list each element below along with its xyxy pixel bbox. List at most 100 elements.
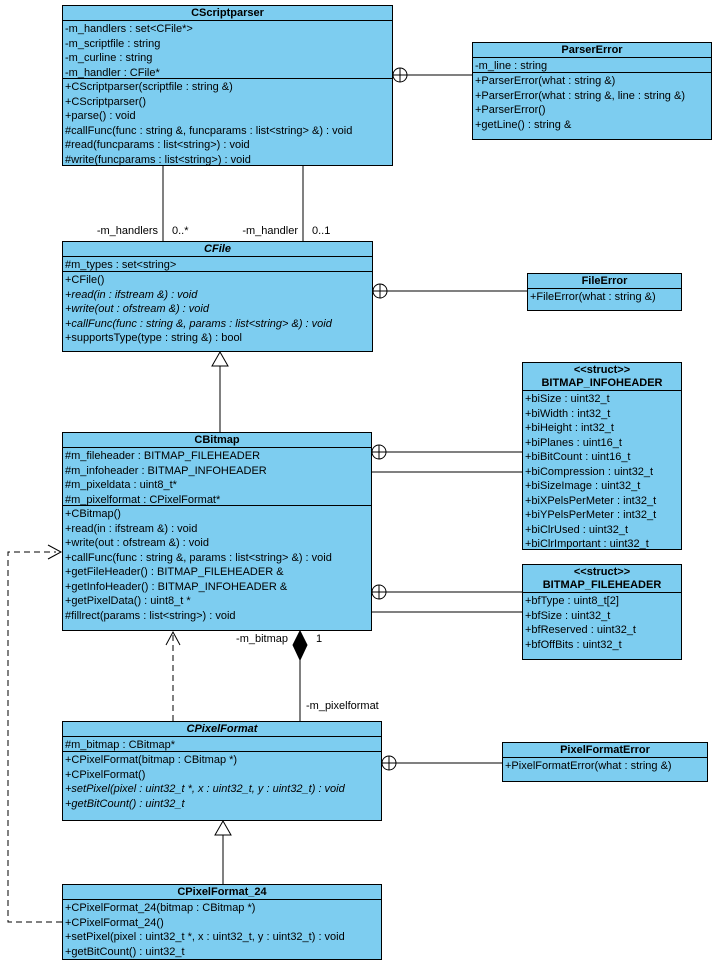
class-name: CPixelFormat [186, 723, 258, 735]
method-row: +CFile() [65, 274, 105, 286]
attribute-row: +bfSize : uint32_t [525, 609, 611, 622]
method-row: +CPixelFormat(bitmap : CBitmap *) [65, 754, 238, 766]
attributes-compartment: +bfType : uint8_t[2] +bfSize : uint32_t +b… [523, 593, 681, 659]
class-header: CScriptparser [63, 6, 392, 21]
generalization-cbitmap-cfile [211, 350, 229, 432]
anchor-cbitmap-fileheader [371, 584, 522, 600]
methods-compartment: +FileError(what : string &) [528, 289, 681, 310]
methods-compartment: +CPixelFormat(bitmap : CBitmap *)+CPixel… [63, 752, 381, 820]
class-name: CPixelFormat_24 [177, 886, 267, 898]
role-label-m-handlers: -m_handlers [96, 225, 158, 237]
methods-compartment: +CBitmap()+read(in : ifstream &) : void+… [63, 506, 371, 630]
class-bitmap-fileheader[interactable]: <<struct>> BITMAP_FILEHEADER +bfType : u… [522, 564, 682, 660]
method-row: +read(in : ifstream &) : void [65, 288, 198, 301]
method-row: +getLine() : string & [475, 118, 572, 131]
method-row: +PixelFormatError(what : string &) [505, 760, 672, 772]
multiplicity-label-bitmap: 1 [316, 633, 323, 645]
role-label-m-handler: -m_handler [242, 225, 298, 237]
attributes-compartment: -m_handlers : set<CFile*>-m_scriptfile :… [63, 21, 392, 79]
method-row: #write(funcparams : list<string>) : void [65, 153, 251, 166]
class-header: FileError [528, 274, 681, 289]
method-row: +write(out : ofstream &) : void [65, 303, 209, 315]
attributes-compartment: #m_bitmap : CBitmap* [63, 737, 381, 752]
attribute-row: +biXPelsPerMeter : int32_t [525, 494, 657, 507]
method-row: #fillrect(params : list<string>) : void [65, 609, 236, 622]
attribute-row: +biWidth : int32_t [525, 407, 611, 420]
method-row: +parse() : void [65, 110, 136, 122]
method-row: +getBitCount() : uint32_t [65, 945, 185, 958]
method-row: +ParserError(what : string &, line : str… [475, 89, 685, 102]
method-row: +callFunc(func : string &, params : list… [65, 317, 332, 330]
attribute-row: +biClrImportant : uint32_t [525, 538, 649, 549]
method-row: +CPixelFormat_24(bitmap : CBitmap *) [65, 902, 256, 914]
class-pixelformaterror[interactable]: PixelFormatError +PixelFormatError(what … [502, 742, 708, 782]
class-parsererror[interactable]: ParserError -m_line : string +ParserErro… [472, 42, 712, 140]
class-cfile[interactable]: CFile #m_types : set<string> +CFile() +re… [62, 241, 373, 352]
attribute-row: +biBitCount : uint16_t [525, 451, 631, 463]
attribute-row: -m_handlers : set<CFile*> [65, 23, 193, 35]
methods-compartment: +CFile() +read(in : ifstream &) : void +wr… [63, 272, 372, 351]
method-row: +setPixel(pixel : uint32_t *, x : uint32… [65, 783, 345, 795]
method-row: +getPixelData() : uint8_t * [65, 595, 191, 607]
attributes-compartment: -m_line : string [473, 58, 711, 73]
attribute-row: #m_fileheader : BITMAP_FILEHEADER [65, 450, 261, 462]
attributes-compartment: #m_fileheader : BITMAP_FILEHEADER#m_info… [63, 448, 371, 506]
class-cbitmap[interactable]: CBitmap #m_fileheader : BITMAP_FILEHEADE… [62, 432, 372, 631]
class-name: CBitmap [194, 434, 240, 446]
composition-cbitmap-cpixelformat [292, 629, 308, 721]
anchor-cbitmap-infoheader [371, 444, 522, 460]
dependency-cpixelformat-cbitmap [165, 630, 181, 721]
anchor-cfile-fileerror [372, 283, 527, 299]
attribute-row: #m_types : set<string> [65, 259, 177, 271]
anchor-cpixelformat-pixelformaterror [381, 755, 502, 771]
class-header: CBitmap [63, 433, 371, 448]
attribute-row: +biHeight : int32_t [525, 422, 614, 434]
generalization-cpixelformat24-cpixelformat [214, 819, 232, 884]
method-row: +FileError(what : string &) [530, 291, 656, 303]
attribute-row: -m_handler : CFile* [65, 66, 160, 79]
attribute-row: -m_curline : string [65, 52, 153, 64]
multiplicity-label-handler: 0..1 [312, 225, 331, 237]
method-row: +CPixelFormat_24() [65, 916, 164, 929]
stereotype: <<struct>> [573, 566, 631, 578]
class-header: <<struct>> BITMAP_INFOHEADER [523, 363, 681, 391]
method-row: #callFunc(func : string &, funcparams : … [65, 124, 353, 137]
attribute-row: #m_pixeldata : uint8_t* [65, 479, 177, 491]
method-row: +setPixel(pixel : uint32_t *, x : uint32… [65, 931, 345, 943]
class-cscriptparser[interactable]: CScriptparser -m_handlers : set<CFile*>-… [62, 5, 393, 166]
class-name: FileError [581, 275, 628, 287]
class-cpixelformat[interactable]: CPixelFormat #m_bitmap : CBitmap* +CPixe… [62, 721, 382, 821]
class-name: PixelFormatError [560, 744, 650, 756]
attributes-compartment: +biSize : uint32_t +biWidth : int32_t +biH… [523, 391, 681, 549]
class-header: CFile [63, 242, 372, 257]
class-name: BITMAP_FILEHEADER [542, 579, 662, 591]
class-header: ParserError [473, 43, 711, 58]
class-header: CPixelFormat_24 [63, 885, 381, 900]
class-name: CScriptparser [191, 7, 264, 19]
class-name: ParserError [561, 44, 623, 56]
attribute-row: -m_line : string [475, 60, 548, 72]
method-row: +getBitCount() : uint32_t [65, 797, 185, 810]
class-name: BITMAP_INFOHEADER [541, 377, 663, 389]
anchor-cscriptparser-parsererror [392, 67, 472, 83]
class-header: <<struct>> BITMAP_FILEHEADER [523, 565, 681, 593]
attribute-row: +biCompression : uint32_t [525, 465, 654, 478]
method-row: +write(out : ofstream &) : void [65, 537, 209, 549]
attributes-compartment: #m_types : set<string> [63, 257, 372, 272]
class-bitmap-infoheader[interactable]: <<struct>> BITMAP_INFOHEADER +biSize : u… [522, 362, 682, 550]
attribute-row: +biSizeImage : uint32_t [525, 480, 641, 492]
multiplicity-label-handlers: 0..* [172, 225, 189, 237]
class-fileerror[interactable]: FileError +FileError(what : string &) [527, 273, 682, 311]
attribute-row: +biClrUsed : uint32_t [525, 523, 629, 536]
class-cpixelformat-24[interactable]: CPixelFormat_24 +CPixelFormat_24(bitmap … [62, 884, 382, 960]
dependency-cpixelformat24-cbitmap [7, 544, 63, 923]
attribute-row: +bfType : uint8_t[2] [525, 595, 619, 607]
attribute-row: +bfReserved : uint32_t [525, 624, 636, 636]
methods-compartment: +ParserError(what : string &)+ParserErro… [473, 73, 711, 139]
attribute-row: #m_pixelformat : CPixelFormat* [65, 493, 221, 506]
class-header: CPixelFormat [63, 722, 381, 737]
role-label-m-pixelformat: -m_pixelformat [306, 700, 379, 712]
attribute-row: +biSize : uint32_t [525, 393, 610, 405]
attribute-row: +bfOffBits : uint32_t [525, 638, 622, 651]
